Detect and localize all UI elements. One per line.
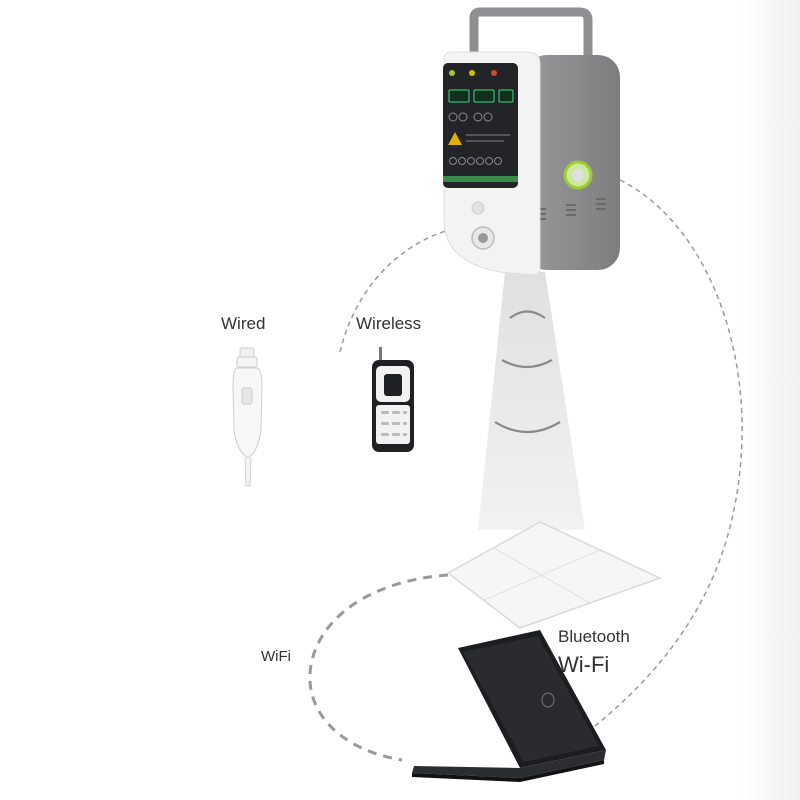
laptop-logo-icon [541,692,555,708]
wifi-link-line [308,573,449,762]
wifi-label: WiFi [261,648,291,665]
xray-generator-device [443,7,620,276]
flat-panel-detector-icon [446,521,662,629]
beam-waves [494,310,561,433]
handle-icon [469,7,593,165]
xray-beam [478,272,585,530]
wireless-remote-icon [372,347,414,452]
radiation-warning-icon [448,132,462,145]
wifi-label-large: Wi-Fi [558,652,610,677]
time-display [498,89,514,103]
laptop-icon [412,630,606,782]
panel-buttons [448,112,502,165]
mas-display [473,89,495,103]
wired-hand-switch-icon [232,347,263,487]
background-shade [740,0,800,800]
bluetooth-label: Bluetooth [558,627,630,646]
device-indicator [471,201,485,215]
wireless-link-line [339,227,459,353]
control-panel-icon [443,63,518,188]
bluetooth-link-line [589,179,743,731]
wireless-label: Wireless [356,314,422,333]
kv-display [448,89,470,103]
vent-slots [536,198,606,220]
wired-label: Wired [221,314,266,333]
